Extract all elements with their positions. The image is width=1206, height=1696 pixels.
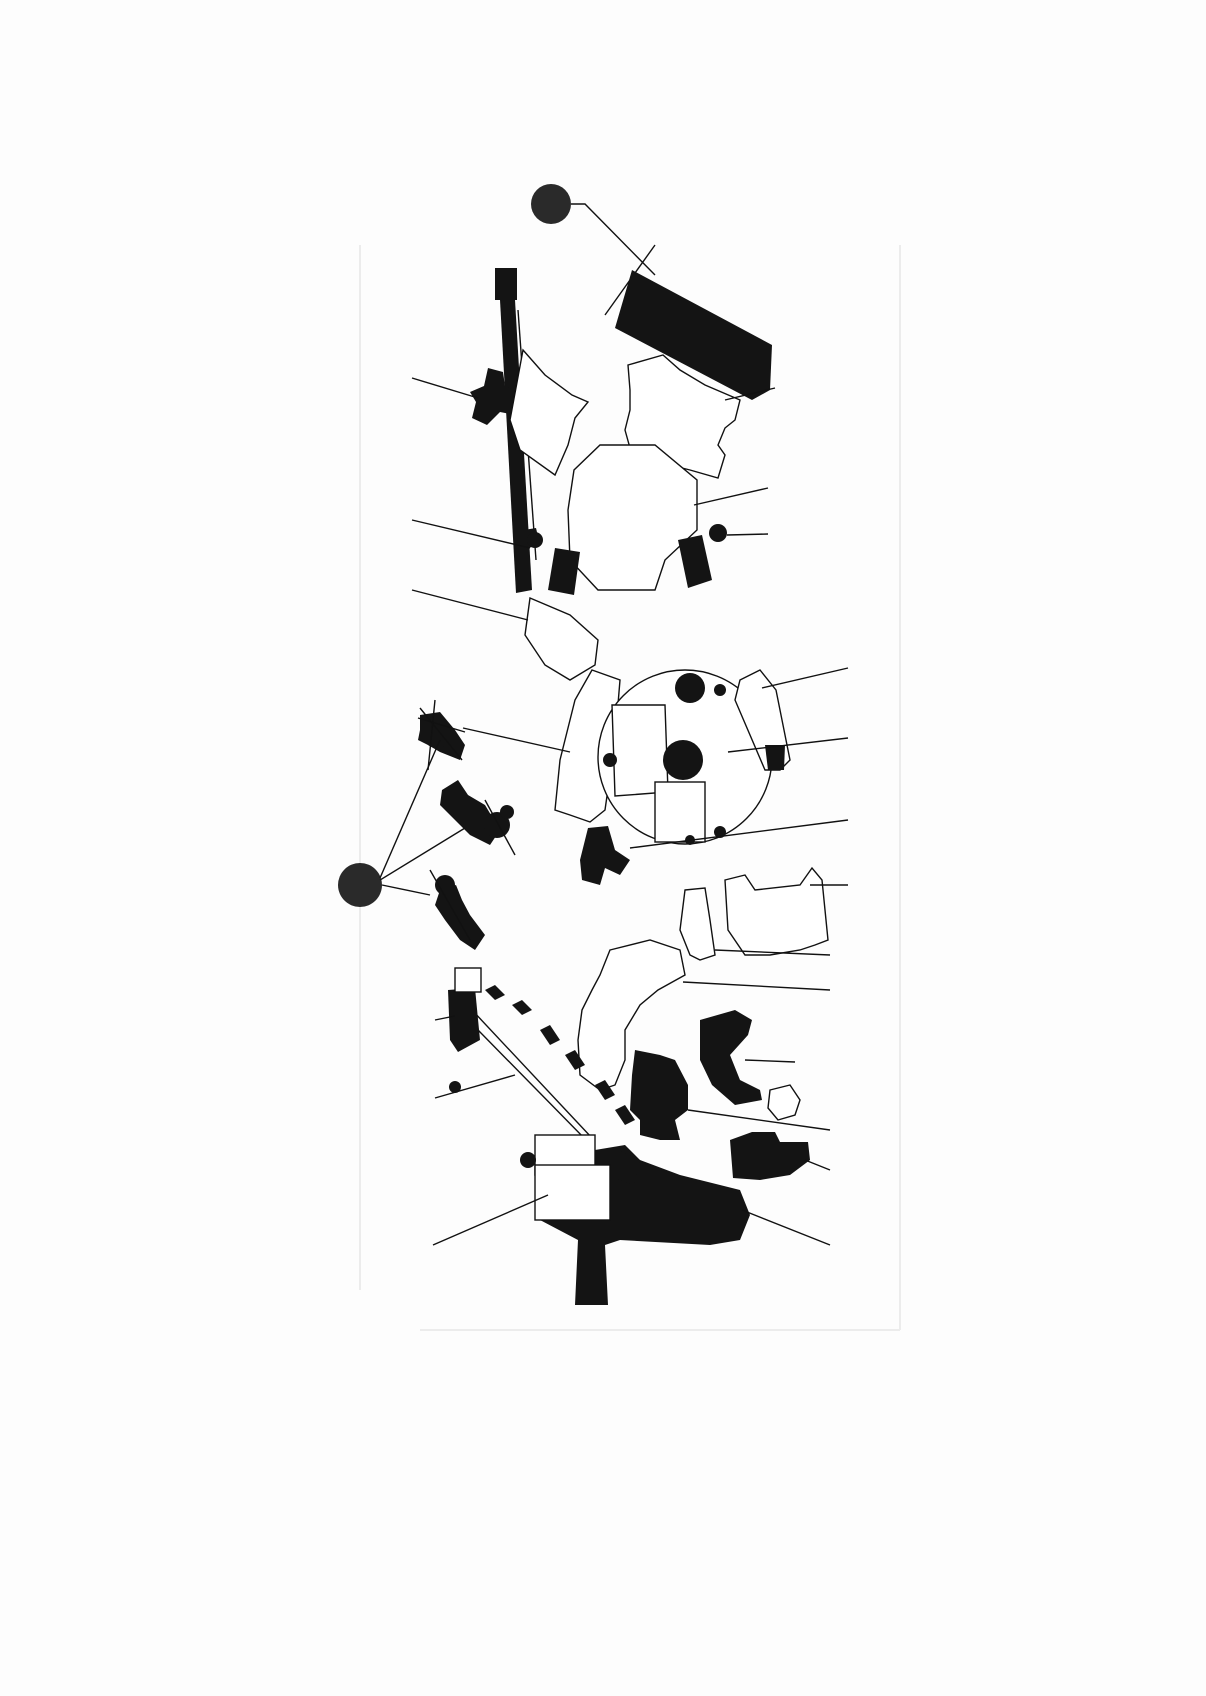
callout-16-leader (744, 1059, 796, 1063)
scan-frame (359, 245, 901, 1331)
dark-mass-centre (630, 1050, 688, 1140)
cross-block-upper-left (470, 368, 520, 425)
key-circle-top (531, 184, 571, 224)
dark-node-bottom-left (449, 1081, 461, 1093)
rotunda-dot-1 (714, 684, 726, 696)
tall-diagonal-bar (500, 300, 532, 593)
callout-02-leader (724, 387, 776, 401)
callout-08-leader (761, 667, 849, 689)
callout-14-leader (434, 1015, 456, 1021)
monument-cluster (418, 699, 516, 950)
callout-17-leader (687, 1109, 831, 1131)
callout-01-leader (411, 377, 479, 399)
dark-node-right (709, 524, 727, 542)
callout-18-leader (804, 1159, 831, 1171)
octagon-hall (567, 444, 698, 591)
outline-right-building (724, 866, 829, 956)
long-dark-block (615, 270, 772, 400)
key-circle-middle-leaders (379, 717, 466, 896)
callout-06-leader (411, 589, 529, 621)
leader-line-top-circle (571, 203, 656, 276)
rotunda-dark-node-top (675, 673, 705, 703)
outline-annex-lower (534, 1164, 611, 1221)
callout-04-leader (726, 533, 769, 536)
rotunda-dark-node-center (663, 740, 703, 780)
callout-09-leader (727, 737, 849, 753)
outline-wing-left (509, 348, 590, 477)
rotunda-dot-2 (603, 753, 617, 767)
dark-block-bottom-left (448, 988, 480, 1052)
dark-strut (614, 1150, 640, 1185)
capsule-dark-cap (765, 745, 785, 770)
outline-pentagon (524, 596, 599, 681)
callout-03-leader (693, 487, 769, 506)
dark-block-left-2 (548, 548, 580, 595)
dark-block-below-rotunda (580, 826, 630, 885)
dark-block-right-low (730, 1132, 810, 1180)
callout-13-leader (682, 981, 831, 991)
callout-19-leader (432, 1194, 549, 1246)
outline-small-ring (767, 1084, 801, 1121)
callout-05-leader (411, 519, 531, 549)
diagonal-road-edge-2 (477, 1029, 589, 1143)
rotunda-dot-3 (714, 826, 726, 838)
key-circle-middle (338, 863, 382, 907)
dark-block-right-1 (678, 535, 712, 588)
dark-complex-right (700, 1010, 762, 1105)
callout-20-leader (741, 1209, 831, 1246)
small-dark-tower (495, 268, 517, 300)
dark-node-annex (520, 1152, 536, 1168)
callout-07-leader (462, 727, 571, 753)
callout-15-leader (434, 1074, 516, 1099)
outline-right-slab (679, 887, 716, 961)
rotunda-inner-room (654, 781, 706, 843)
outline-courtyard (577, 939, 686, 1091)
dashed-diagonal-wall (485, 985, 635, 1125)
outline-tower-bottom-left (454, 967, 482, 993)
diagonal-road-edge-1 (471, 1009, 593, 1139)
dark-node-left (527, 532, 543, 548)
callout-10-leader (629, 819, 849, 849)
callout-12-leader (714, 949, 831, 956)
